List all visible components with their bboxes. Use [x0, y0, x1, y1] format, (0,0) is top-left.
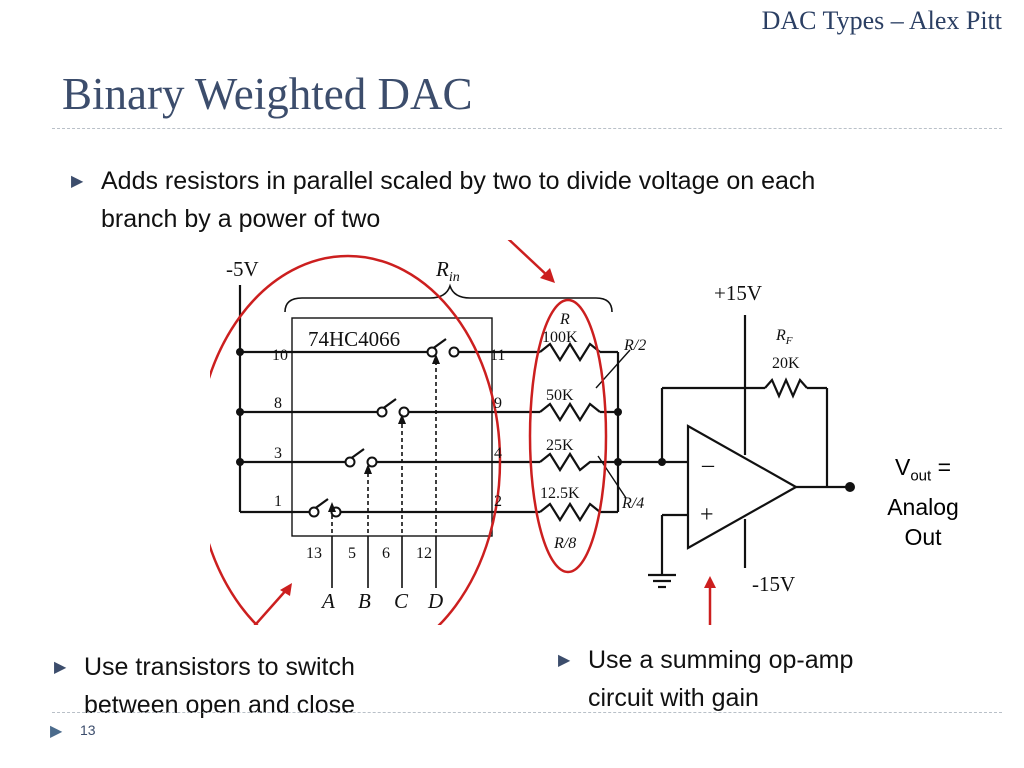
rin-label: Rin: [435, 257, 460, 285]
chip-label: 74HC4066: [308, 327, 400, 351]
bullet-arrow-icon: ▶: [558, 652, 571, 669]
bullet-right-line2: circuit with gain: [588, 684, 759, 712]
pin-bottom-6: 6: [382, 545, 390, 562]
r-quarter-label: R/4: [621, 495, 644, 512]
bullet-left-line2: between open and close: [84, 691, 356, 719]
input-a: A: [320, 589, 335, 613]
input-c: C: [394, 589, 409, 613]
pin-left-3: 3: [274, 445, 282, 462]
opamp-plus-sign: +: [700, 502, 714, 528]
input-b: B: [358, 589, 371, 613]
resistor-25k: 25K: [546, 437, 574, 454]
pin-right-11: 11: [490, 347, 505, 364]
pin-right-9: 9: [494, 395, 502, 412]
bullet-left-line1: Use transistors to switch: [84, 653, 355, 681]
title-divider: [52, 128, 1002, 129]
opamp-minus-sign: –: [701, 452, 715, 478]
resistor-50k: 50K: [546, 387, 574, 404]
bullet-top-line1: Adds resistors in parallel scaled by two…: [101, 167, 816, 195]
bullet-arrow-icon: ▶: [71, 173, 84, 190]
bullet-top: ▶ Adds resistors in parallel scaled by t…: [71, 162, 981, 238]
bullet-left: ▶ Use transistors to switch between open…: [54, 648, 464, 724]
pin-left-10: 10: [272, 347, 288, 364]
vout-label: Vout = Analog Out: [887, 454, 959, 550]
plus15-label: +15V: [714, 281, 762, 305]
pin-bottom-12: 12: [416, 545, 432, 562]
r-half-label: R/2: [623, 337, 646, 354]
pin-bottom-13: 13: [306, 545, 322, 562]
bullet-arrow-icon: ▶: [54, 659, 67, 676]
rf-label: RF: [775, 327, 793, 347]
supply-neg-label: -5V: [226, 257, 259, 281]
pin-bottom-5: 5: [348, 545, 356, 562]
pin-right-4: 4: [494, 445, 502, 462]
footer-divider: [52, 712, 1002, 713]
resistor-r-label: R: [559, 311, 570, 328]
corner-arrow-icon: ▶: [50, 723, 63, 740]
pin-left-1: 1: [274, 493, 282, 510]
pin-right-2: 2: [494, 493, 502, 510]
input-d: D: [427, 589, 443, 613]
dac-circuit-diagram: -5V Rin 74HC4066 +15V -15V – + 10 8 3 1 …: [210, 240, 855, 625]
page-number: 13: [80, 722, 96, 738]
bullet-right: ▶ Use a summing op-amp circuit with gain: [558, 641, 948, 717]
rf-value: 20K: [772, 355, 800, 372]
pin-left-8: 8: [274, 395, 282, 412]
resistor-12-5k: 12.5K: [540, 485, 580, 502]
minus15-label: -15V: [752, 572, 795, 596]
r-eighth-label: R/8: [553, 535, 576, 552]
resistor-100k: 100K: [542, 329, 578, 346]
bullet-right-line1: Use a summing op-amp: [588, 646, 854, 674]
slide-title: Binary Weighted DAC: [62, 69, 473, 119]
bullet-top-line2: branch by a power of two: [101, 205, 381, 233]
header-subtitle: DAC Types – Alex Pitt: [761, 6, 1002, 35]
